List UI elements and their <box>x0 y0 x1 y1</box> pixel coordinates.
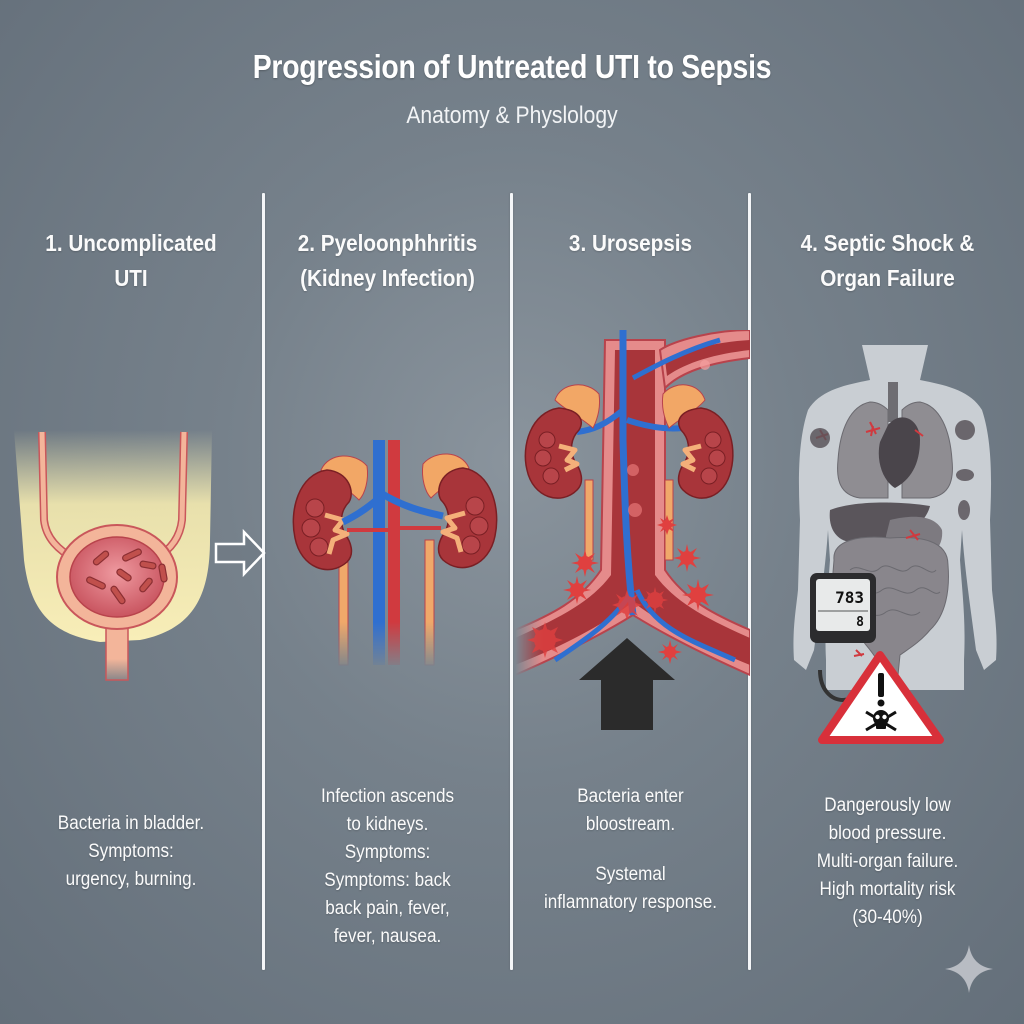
description-line: Dangerously low <box>824 795 951 816</box>
stage-1-column: 1. Uncomplicated UTI Bacteria in bladder… <box>0 0 262 1024</box>
description-line: Bacteria enter <box>577 786 684 807</box>
aorta <box>388 440 400 665</box>
urosepsis-illustration <box>514 328 751 730</box>
stage-title-line: UTI <box>114 265 148 291</box>
sparkle-icon <box>945 945 993 993</box>
stage-3-title: 3. Urosepsis <box>525 226 737 261</box>
bacteria-group <box>86 548 168 605</box>
stage-4-column: 4. Septic Shock & Organ Failure Dangerou… <box>751 0 1024 1024</box>
monitor-readout-top: 783 <box>835 588 864 607</box>
description-line: Bacteria in bladder. <box>57 813 205 834</box>
up-arrow-icon <box>579 638 675 730</box>
stage-2-column: 2. Pyeloonphhritis (Kidney Infection) In… <box>265 0 510 1024</box>
description-line: Symptoms: <box>88 841 174 862</box>
column-divider <box>510 193 513 970</box>
bacteria-group <box>527 360 714 664</box>
warning-triangle-icon <box>818 651 944 744</box>
blood-pressure-monitor: 783 8 <box>810 573 876 702</box>
left-kidney <box>292 469 353 571</box>
stage-1-title: 1. Uncomplicated UTI <box>13 226 249 296</box>
description-line: urgency, burning. <box>65 869 197 890</box>
stage-4-title: 4. Septic Shock & Organ Failure <box>765 226 1011 296</box>
affected-organ-spots <box>810 420 975 520</box>
description-line: blood pressure. <box>828 823 947 844</box>
stage-2-description: Infection ascends to kidneys. Symptoms: … <box>277 783 498 951</box>
description-line: Symptoms: back <box>324 870 451 891</box>
stage-title-line: 4. Septic Shock & <box>800 230 975 256</box>
right-kidney <box>677 407 734 499</box>
stage-title-line: Organ Failure <box>820 265 955 291</box>
description-line: inflamnatory response. <box>544 892 717 913</box>
stage-title-line: 3. Urosepsis <box>568 230 693 256</box>
column-divider <box>262 193 265 970</box>
description-line: Systemal <box>595 864 666 885</box>
description-line: bloostream. <box>585 814 676 835</box>
stage-1-description: Bacteria in bladder. Symptoms: urgency, … <box>13 810 249 894</box>
stage-3-column: 3. Urosepsis Bacteria enter bloostream. … <box>513 0 748 1024</box>
skull-crossbones-icon <box>865 710 897 732</box>
description-line: to kidneys. <box>346 814 429 835</box>
stage-title-line: (Kidney Infection) <box>300 265 475 291</box>
column-divider <box>748 193 751 970</box>
right-renal-vein <box>377 489 444 520</box>
description-line: Symptoms: <box>344 842 431 863</box>
stage-title-line: 2. Pyeloonphhritis <box>297 230 478 256</box>
kidneys-illustration <box>292 440 498 666</box>
description-line: High mortality risk <box>819 879 956 900</box>
bladder-lumen <box>69 536 165 618</box>
description-line: Infection ascends <box>320 786 455 807</box>
stage-2-title: 2. Pyeloonphhritis (Kidney Infection) <box>277 226 498 296</box>
left-renal-vein <box>341 495 382 526</box>
bladder-illustration <box>14 430 266 681</box>
description-line: back pain, fever, <box>325 898 450 919</box>
description-line: (30-40%) <box>852 907 923 928</box>
page-title: Progression of Untreated UTI to Sepsis <box>252 48 772 85</box>
right-ureter <box>424 539 435 666</box>
description-line: Multi-organ failure. <box>816 851 959 872</box>
stage-4-description: Dangerously low blood pressure. Multi-or… <box>765 792 1011 932</box>
left-kidney <box>524 407 583 499</box>
heart <box>878 417 920 488</box>
vena-cava <box>373 440 385 665</box>
body-organ-failure-illustration: 783 8 <box>793 345 997 744</box>
right-arrow-icon <box>214 528 266 578</box>
monitor-readout-bottom: 8 <box>856 615 864 630</box>
page-subtitle: Anatomy & Physlology <box>406 102 618 129</box>
trachea <box>888 382 898 422</box>
stage-title-line: 1. Uncomplicated <box>45 230 217 256</box>
description-line: fever, nausea. <box>333 926 442 947</box>
left-lung <box>837 401 889 499</box>
right-kidney <box>437 467 498 569</box>
stage-3-description: Bacteria enter bloostream. Systemal infl… <box>525 783 737 917</box>
